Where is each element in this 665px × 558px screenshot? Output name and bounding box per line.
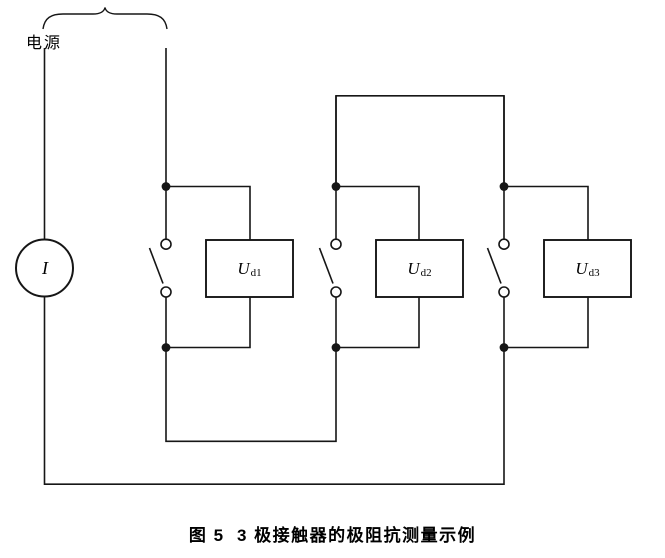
pole2-switch-blade xyxy=(318,247,334,284)
pole3-switch-blade xyxy=(486,247,502,284)
pole3-voltmeter-top-connector xyxy=(504,185,589,240)
pole2-switch-upper-contact xyxy=(330,238,342,250)
wire-return-bottom xyxy=(43,296,504,485)
pole1-voltmeter-top-connector xyxy=(166,185,251,240)
pole2-voltmeter-bottom-connector xyxy=(336,297,420,349)
pole3-switch-lower-contact xyxy=(498,286,510,298)
voltmeter-subscript-3: d3 xyxy=(588,266,600,279)
ammeter-symbol: I xyxy=(42,257,48,278)
pole1-switch-blade xyxy=(148,247,164,284)
pole2-voltmeter-top-connector xyxy=(336,185,420,240)
voltmeter-box-ud1 xyxy=(205,239,294,298)
voltmeter-subscript-2: d2 xyxy=(420,266,432,279)
pole1-switch-upper-contact xyxy=(160,238,172,250)
voltmeter-symbol-1: U xyxy=(237,258,250,278)
figure-caption: 图 5 3 极接触器的极阻抗测量示例 xyxy=(188,526,477,545)
pole3-top-junction-dot xyxy=(499,182,509,191)
pole2-bottom-junction-dot xyxy=(331,343,341,352)
pole1-top-junction-dot xyxy=(161,182,171,191)
voltmeter-box-ud3 xyxy=(543,239,632,298)
wire-link-pole1-pole2-bottom xyxy=(165,347,337,443)
voltmeter-subscript-1: d1 xyxy=(250,266,262,279)
pole3-bottom-junction-dot xyxy=(499,343,509,352)
pole1-bottom-junction-dot xyxy=(161,343,171,352)
pole2-top-junction-dot xyxy=(331,182,341,191)
pole3-voltmeter-bottom-connector xyxy=(504,297,589,349)
voltmeter-symbol-2: U xyxy=(407,258,420,278)
wire-link-pole2-pole3-top xyxy=(335,95,505,187)
power-source-label: 电源 xyxy=(26,35,63,52)
pole1-voltmeter-bottom-connector xyxy=(166,297,251,349)
pole2-switch-lower-contact xyxy=(330,286,342,298)
voltmeter-symbol-3: U xyxy=(575,258,588,278)
power-source-brace-icon xyxy=(42,7,168,30)
pole3-switch-upper-contact xyxy=(498,238,510,250)
ammeter-label: I xyxy=(16,239,74,297)
voltmeter-box-ud2 xyxy=(375,239,464,298)
pole1-switch-lower-contact xyxy=(160,286,172,298)
